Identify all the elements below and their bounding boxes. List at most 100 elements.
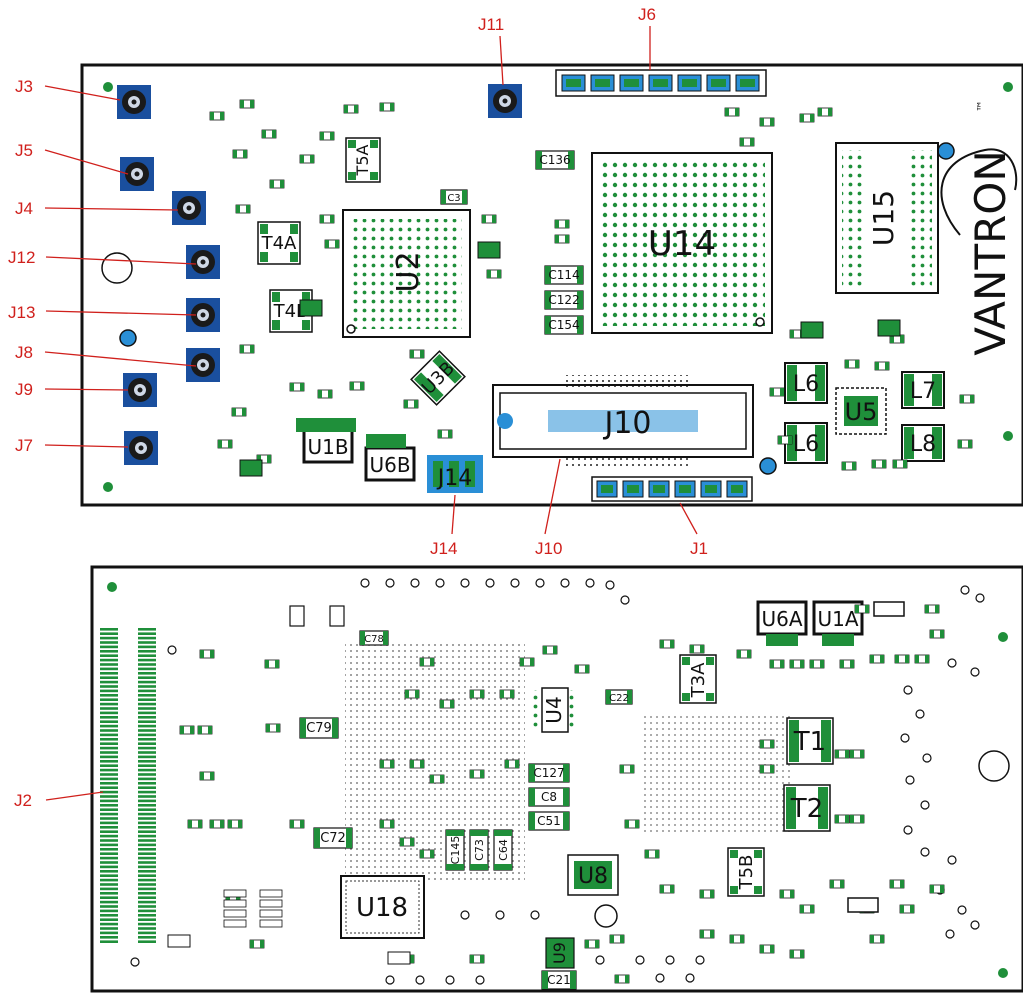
smd-pad: [610, 935, 614, 943]
edge-pin: [100, 826, 118, 829]
smd-pad: [630, 765, 634, 773]
header-pin-pad: [595, 79, 610, 87]
u1b-label: U1B: [307, 435, 348, 459]
smd-pad: [250, 100, 254, 108]
edge-pin: [100, 694, 118, 697]
u14-chip: U14: [591, 152, 773, 334]
t2-part: T2: [783, 784, 831, 832]
smd-pad: [354, 105, 358, 113]
mount-hole: [101, 252, 133, 284]
smd-pad: [885, 362, 889, 370]
edge-pin: [100, 650, 118, 653]
j2-edge-connector: [100, 628, 156, 943]
edge-pin: [138, 672, 156, 675]
edge-pin: [100, 936, 118, 939]
smd-pad: [565, 220, 569, 228]
edge-pin: [138, 755, 156, 759]
smd-pad: [270, 180, 274, 188]
callout-j2: J2: [14, 791, 104, 810]
smd-pad: [770, 660, 774, 668]
edge-pin: [138, 733, 156, 737]
edge-pin: [138, 746, 156, 750]
edge-pin: [138, 654, 156, 657]
via-hole: [585, 578, 595, 588]
t2-label: T2: [790, 794, 823, 824]
edge-pin: [100, 632, 118, 635]
smd-pad: [880, 935, 884, 943]
edge-pin: [100, 799, 118, 803]
via-hole: [947, 658, 957, 668]
smd-pad: [240, 100, 244, 108]
smd-pad: [450, 700, 454, 708]
smd-pad: [960, 395, 964, 403]
edge-pin: [138, 817, 156, 820]
edge-pin: [100, 658, 118, 662]
j10-connector: J10: [492, 375, 754, 467]
edge-pin: [138, 865, 156, 869]
smd-pad: [555, 220, 559, 228]
edge-pin: [100, 878, 118, 882]
edge-pin: [138, 874, 156, 877]
smd-pad: [770, 740, 774, 748]
edge-pin: [138, 689, 156, 693]
mount-dot: [998, 632, 1008, 642]
via-hole: [560, 578, 570, 588]
smd-pad: [845, 750, 849, 758]
resistor-array: [223, 899, 247, 908]
edge-pin: [138, 900, 156, 904]
smd-pad: [208, 726, 212, 734]
smd-pad: [438, 430, 442, 438]
svg-text:J10: J10: [535, 539, 562, 558]
via-hole: [495, 910, 505, 920]
smd-pad: [492, 215, 496, 223]
smd-pad: [220, 112, 224, 120]
mount-hole: [594, 904, 618, 928]
resistor-array: [223, 889, 247, 898]
smd-pad: [265, 660, 269, 668]
c114-label: C114: [548, 268, 579, 282]
smd-pad: [260, 940, 264, 948]
smd-pad: [870, 655, 874, 663]
j14-label: J14: [436, 466, 472, 491]
smd-part: [387, 951, 411, 965]
edge-pin: [138, 729, 156, 732]
smd-pad: [730, 935, 734, 943]
edge-pin: [138, 751, 156, 754]
smd-pad: [480, 770, 484, 778]
smd-part: [329, 605, 345, 627]
smd-pad: [737, 650, 741, 658]
edge-pin: [138, 711, 156, 715]
smd-pad: [430, 850, 434, 858]
u1a-label: U1A: [817, 607, 858, 631]
edge-pin: [100, 716, 118, 719]
edge-pin: [100, 782, 118, 785]
smd-pad: [500, 690, 504, 698]
smd-part: [167, 934, 191, 948]
ic-package: [299, 299, 323, 317]
smd-pad: [240, 345, 244, 353]
edge-pin: [100, 641, 118, 644]
smd-pad: [828, 108, 832, 116]
edge-pin: [138, 790, 156, 794]
edge-pin: [100, 742, 118, 745]
smd-pad: [690, 645, 694, 653]
smd-pad: [790, 660, 794, 668]
edge-pin: [100, 729, 118, 732]
edge-pin: [100, 760, 118, 763]
via-hole: [975, 593, 985, 603]
t5b-label: T5B: [736, 855, 757, 891]
edge-pin: [100, 922, 118, 926]
smd-pad: [800, 905, 804, 913]
via-hole: [957, 905, 967, 915]
via-hole: [920, 847, 930, 857]
smd-pad: [865, 605, 869, 613]
j14-connector: J14: [427, 455, 483, 493]
smd-pad: [790, 950, 794, 958]
edge-pin: [100, 883, 118, 886]
smd-pad: [585, 665, 589, 673]
c72-label: C72: [320, 831, 346, 846]
edge-pin: [100, 909, 118, 913]
via-hole: [385, 578, 395, 588]
smd-pad: [780, 890, 784, 898]
edge-pin: [138, 641, 156, 644]
